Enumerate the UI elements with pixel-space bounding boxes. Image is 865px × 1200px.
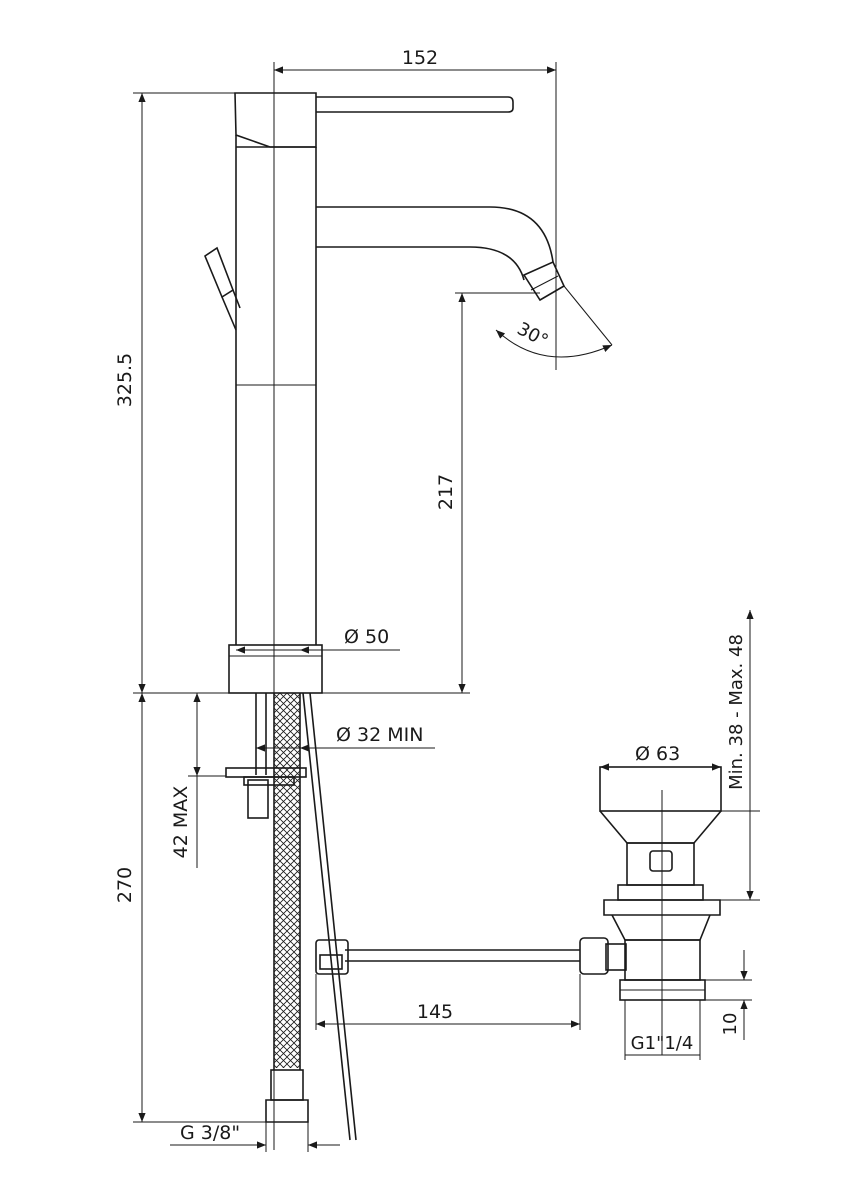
dim-body-diameter-label: Ø 50 [344, 626, 389, 648]
popup-waste [315, 766, 722, 1001]
dim-spout-angle: 30° [495, 285, 613, 358]
dim-hose-length: 270 [114, 693, 266, 1123]
dim-hose-length-label: 270 [114, 867, 136, 903]
dim-waste-thread-label: G1"1/4 [631, 1033, 694, 1054]
dim-spout-reach: 152 [273, 47, 557, 370]
dim-spout-reach-label: 152 [402, 47, 438, 69]
dim-waste-tail: 10 [705, 950, 752, 1040]
dim-hose-thread-label: G 3/8" [180, 1122, 240, 1144]
dim-max-deck: 42 MAX [170, 693, 226, 868]
dim-rod-length: 145 [315, 974, 581, 1030]
dim-hose-thread: G 3/8" [170, 1122, 340, 1152]
dim-waste-range: Min. 38 - Max. 48 [720, 610, 760, 901]
dim-waste-diameter: Ø 63 [600, 743, 721, 771]
dim-total-height-label: 325.5 [114, 353, 136, 407]
dim-body-diameter: Ø 50 [236, 626, 400, 654]
dim-hole-diameter-label: Ø 32 MIN [336, 724, 423, 746]
dim-max-deck-label: 42 MAX [170, 786, 192, 859]
dim-total-height: 325.5 [114, 92, 235, 694]
dim-spout-height-label: 217 [435, 474, 457, 510]
dim-waste-range-label: Min. 38 - Max. 48 [726, 634, 747, 790]
dim-waste-thread: G1"1/4 [624, 1000, 701, 1060]
dim-waste-tail-label: 10 [720, 1013, 741, 1036]
dim-rod-length-label: 145 [417, 1001, 453, 1023]
dim-spout-height: 217 [322, 292, 540, 694]
dim-waste-diameter-label: Ø 63 [635, 743, 680, 765]
supply-hoses [225, 692, 357, 1141]
dim-hole-diameter: Ø 32 MIN [256, 724, 435, 752]
faucet-body [204, 92, 566, 694]
